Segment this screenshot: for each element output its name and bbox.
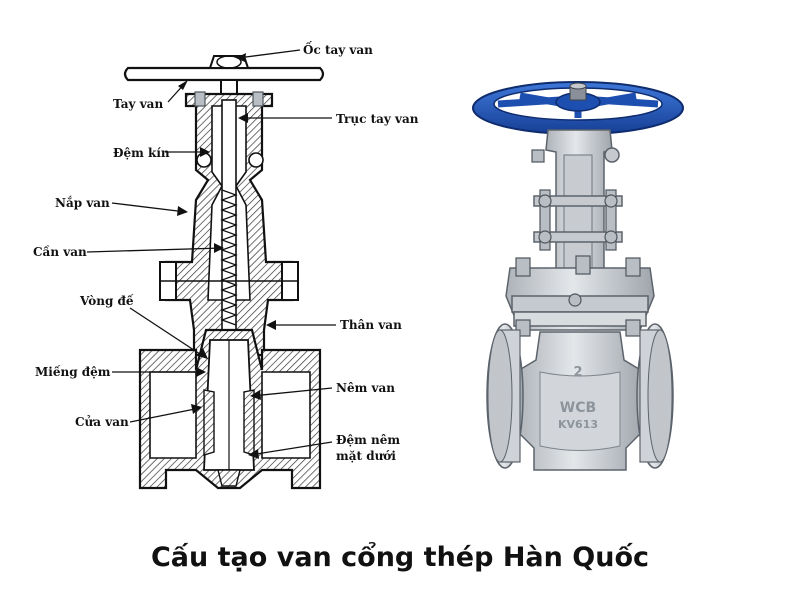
label-mieng-dem: Miếng đệm	[35, 364, 111, 379]
label-mat-duoi: mặt dưới	[336, 449, 396, 463]
mark-model: KV613	[558, 418, 598, 431]
label-cua-van: Cửa van	[75, 414, 129, 429]
bonnet-bolts	[515, 255, 641, 337]
label-vong-de: Vòng đế	[79, 293, 134, 308]
label-oc-tay-van: Ốc tay van	[303, 40, 373, 57]
stem-thread	[220, 189, 238, 326]
label-can-van: Cần van	[33, 244, 87, 259]
valve-photo-illustration: 2 WCB KV613	[472, 81, 684, 471]
mark-size: 2	[573, 365, 582, 380]
caption-title: Cấu tạo van cổng thép Hàn Quốc	[151, 540, 649, 573]
label-than-van: Thân van	[340, 318, 402, 332]
mark-material: WCB	[560, 400, 596, 416]
handwheel-bar	[123, 66, 325, 82]
label-nap-van: Nắp van	[55, 195, 110, 210]
label-dem-kin: Đệm kín	[113, 146, 170, 160]
part-labels: Ốc tay van Tay van Trục tay van Đệm kín …	[33, 40, 419, 463]
label-nem-van: Nêm van	[336, 381, 395, 395]
leader-lines	[86, 49, 336, 459]
label-dem-nem: Đệm nêm	[336, 433, 400, 447]
cross-section-drawing	[123, 55, 325, 490]
label-truc-tay-van: Trục tay van	[336, 112, 419, 126]
label-tay-van: Tay van	[113, 97, 163, 111]
